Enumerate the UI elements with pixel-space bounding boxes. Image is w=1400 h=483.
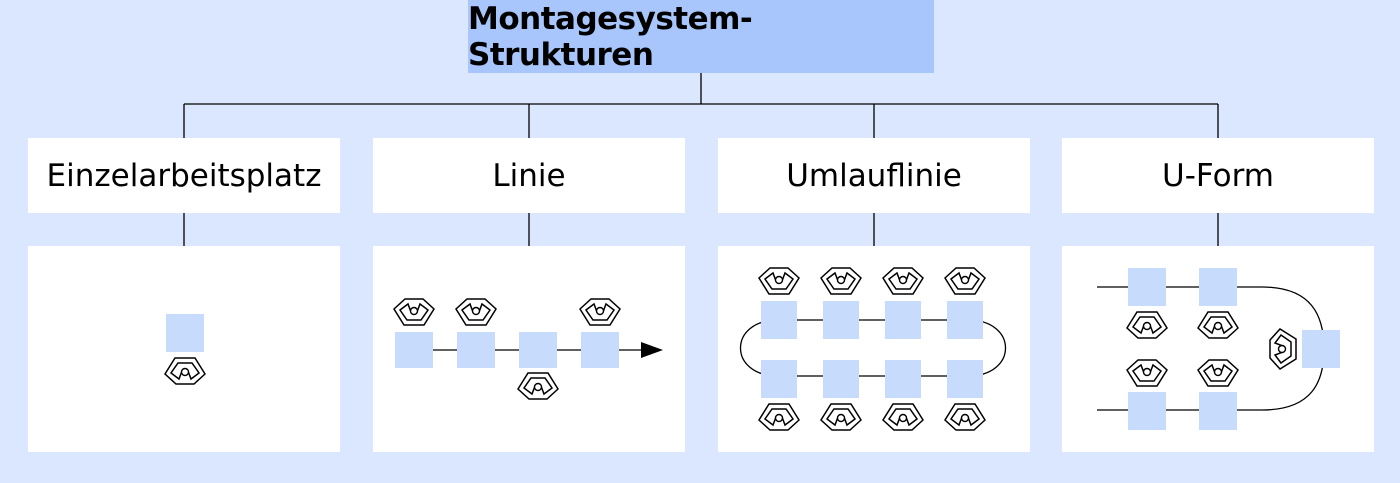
worker-icon — [1269, 328, 1297, 370]
diagram-title: Montagesystem-Strukturen — [468, 0, 934, 73]
worker-icon — [164, 357, 206, 385]
workstation-icon — [1128, 268, 1166, 306]
flow-arrow-icon — [641, 342, 663, 358]
workstation-icon — [457, 332, 495, 368]
worker-icon — [1126, 359, 1168, 387]
worker-icon — [1197, 311, 1239, 339]
worker-icon — [882, 267, 924, 295]
workstation-icon — [823, 360, 859, 398]
structure-label-linie: Linie — [373, 138, 685, 213]
workstation-icon — [519, 332, 557, 368]
structure-label-umlauflinie: Umlauflinie — [718, 138, 1030, 213]
workstation-icon — [885, 360, 921, 398]
structure-label-u-form: U-Form — [1062, 138, 1374, 213]
worker-icon — [944, 403, 986, 431]
structure-label-einzelarbeitsplatz: Einzelarbeitsplatz — [28, 138, 340, 213]
workstation-icon — [395, 332, 433, 368]
worker-icon — [820, 267, 862, 295]
workstation-icon — [581, 332, 619, 368]
worker-icon — [517, 372, 559, 400]
workstation-icon — [1199, 268, 1237, 306]
worker-icon — [944, 267, 986, 295]
panel-einzelarbeitsplatz — [28, 246, 340, 452]
workstation-icon — [1302, 330, 1340, 368]
worker-icon — [758, 267, 800, 295]
workstation-icon — [947, 360, 983, 398]
workstation-icon — [823, 301, 859, 339]
worker-icon — [1197, 359, 1239, 387]
workstation-icon — [885, 301, 921, 339]
workstation-icon — [947, 301, 983, 339]
workstation-icon — [1199, 392, 1237, 430]
linie-illustration — [393, 298, 663, 400]
worker-icon — [579, 298, 621, 326]
worker-icon — [1126, 311, 1168, 339]
workstation-icon — [761, 360, 797, 398]
worker-icon — [758, 403, 800, 431]
workstation-icon — [761, 301, 797, 339]
worker-icon — [393, 298, 435, 326]
panel-linie — [373, 246, 685, 452]
workstation-icon — [166, 314, 204, 352]
u-form-illustration — [1097, 268, 1340, 430]
einzelarbeitsplatz-illustration — [164, 314, 206, 385]
worker-icon — [882, 403, 924, 431]
worker-icon — [820, 403, 862, 431]
umlauflinie-illustration — [740, 267, 1006, 431]
panel-umlauflinie — [718, 246, 1030, 452]
worker-icon — [455, 298, 497, 326]
panel-u-form — [1062, 246, 1374, 452]
workstation-icon — [1128, 392, 1166, 430]
